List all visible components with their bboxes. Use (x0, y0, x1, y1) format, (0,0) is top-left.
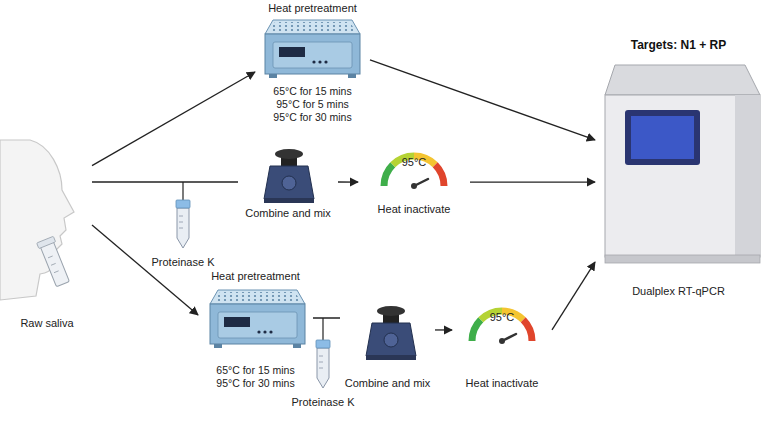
vortex-mixer (264, 149, 314, 203)
node-text: 65°C for 15 mins 95°C for 5 mins 95°C fo… (271, 85, 355, 124)
reagent-label: Proteinase K (292, 396, 355, 409)
node-text: Dualplex RT-qPCR (632, 285, 725, 298)
node-title: 95°C (402, 156, 427, 169)
qpcr-machine (605, 65, 760, 263)
node-title: Heat pretreatment (211, 270, 300, 283)
flow-arrow (338, 181, 358, 182)
node-text: 65°C for 15 mins 95°C for 30 mins (214, 364, 298, 390)
tube-leader (182, 182, 183, 200)
reagent-tube (316, 340, 330, 388)
process-step: Heat pretreatment 65°C for 15 mins 95°C f… (255, 2, 370, 124)
sample-source: Raw saliva (2, 140, 92, 330)
reagent-label: Proteinase K (152, 256, 215, 269)
flow-arrow (370, 60, 595, 140)
process-step: Heat pretreatment 65°C for 15 mins 95°C f… (198, 270, 313, 390)
flow-arrow (470, 181, 595, 182)
instrument: Targets: N1 + RP Dualplex RT-qPCR (595, 38, 762, 298)
node-text: Heat inactivate (378, 203, 451, 216)
temperature-gauge (384, 156, 444, 189)
process-step: 95°C Heat inactivate (358, 140, 470, 216)
process-step: Combine and mix (238, 140, 338, 220)
node-title: Targets: N1 + RP (631, 38, 726, 53)
heat-block (210, 290, 305, 348)
flow-arrow (92, 225, 198, 315)
node-title: Raw saliva (20, 317, 73, 330)
heat-block (265, 20, 360, 78)
process-step: 95°C Heat inactivate (452, 295, 552, 390)
flow-arrow (313, 317, 340, 318)
node-title: Combine and mix (345, 377, 431, 390)
node-title: 95°C (490, 311, 515, 324)
reagent-tube (176, 200, 190, 248)
node-title: Heat pretreatment (268, 2, 357, 15)
face-profile (0, 140, 74, 300)
temperature-gauge (472, 311, 532, 344)
node-title: Combine and mix (245, 207, 331, 220)
node-text: Heat inactivate (466, 377, 539, 390)
vortex-mixer (366, 306, 416, 360)
flow-arrow (92, 72, 255, 166)
process-step: Combine and mix (340, 295, 435, 390)
flow-arrow (552, 262, 595, 330)
flow-arrow (435, 329, 452, 330)
tube-leader (322, 318, 323, 340)
flow-arrow (92, 181, 238, 182)
saliva-tube (37, 236, 72, 287)
